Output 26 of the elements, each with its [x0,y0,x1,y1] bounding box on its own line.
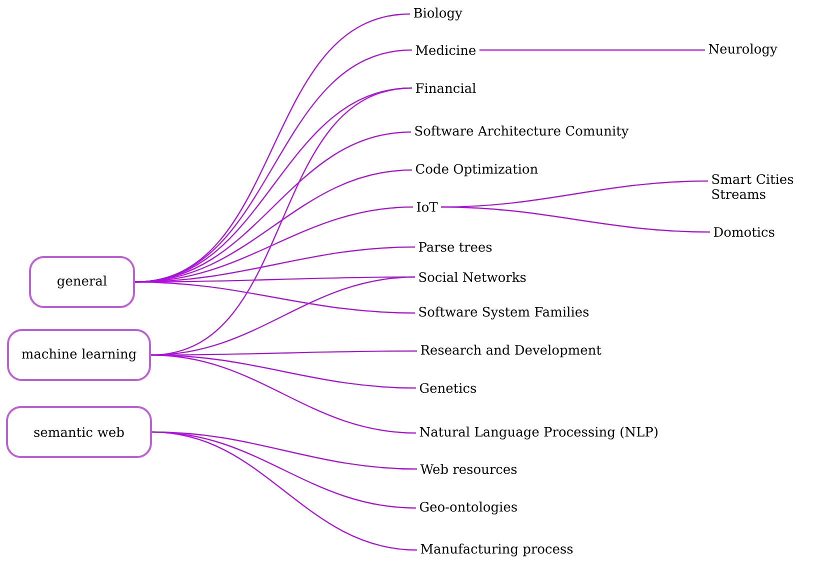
topic-label: Neurology [708,44,778,56]
topic-label: Financial [416,82,476,94]
topic-box: machine learning [7,329,151,381]
topic-label: IoT [416,202,438,212]
connector-line [152,431,418,551]
topic-label: Social Networks [419,272,526,282]
topic-label: Software System Families [419,306,589,320]
topic-label: Geo-ontologies [420,502,517,514]
connector-line [479,49,705,51]
topic-box: semantic web [6,406,152,458]
topic-label: Smart Cities Streams [712,174,794,200]
topic-label: Parse trees [418,242,492,252]
topic-box: general [29,256,135,308]
connector-line [150,354,416,434]
topic-label: Code Optimization [416,164,538,176]
connector-line [441,206,710,233]
topic-label: Natural Language Processing (NLP) [420,426,658,440]
topic-label: Biology [414,8,462,20]
topic-label: Genetics [420,383,476,393]
topic-label: Software Architecture Comunity [415,126,629,138]
topic-label: Web resources [420,464,517,474]
topic-label: Domotics [714,227,774,237]
topic-label: Manufacturing process [420,544,573,556]
topic-label: Medicine [416,44,476,56]
connector-line [134,281,416,314]
topic-label: Research and Development [420,344,602,358]
